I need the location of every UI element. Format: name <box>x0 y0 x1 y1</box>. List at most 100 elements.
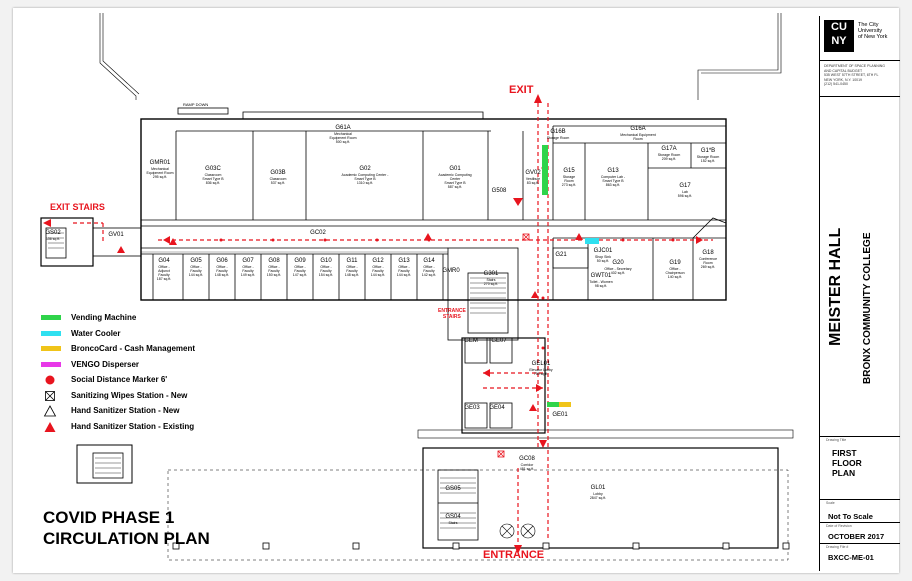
room-area: 148 sq.ft. <box>214 273 230 277</box>
department-address: DEPARTMENT OF SPACE PLANNING AND CAPITAL… <box>824 64 886 86</box>
room-area: 270 sq.ft. <box>483 282 499 286</box>
entrance-stairs-label: ENTRANCE STAIRS <box>438 308 466 320</box>
room-number: G61A <box>335 125 351 131</box>
room-number: GE07 <box>491 338 507 344</box>
room-number: G06 <box>216 258 228 264</box>
room-number: G19 <box>669 260 681 266</box>
legend-label: BroncoCard - Cash Management <box>71 344 196 353</box>
room-name: Stairs <box>486 278 496 282</box>
plan-title-line1: COVID PHASE 1 <box>43 508 175 527</box>
room-number: G01 <box>449 166 461 172</box>
box-x-icon <box>45 390 55 401</box>
room-number: G05 <box>190 258 202 264</box>
room-number: GV02 <box>525 170 541 176</box>
room-name: Office - Faculty <box>372 265 384 273</box>
room-label: GEM <box>464 338 478 345</box>
room-name: Vestibule <box>525 177 541 181</box>
room-name: Classroom <box>269 177 287 181</box>
building-name: MEISTER HALL <box>827 227 844 346</box>
room-number: G16B <box>550 129 566 135</box>
legend-label: Sanitizing Wipes Station - New <box>71 390 188 400</box>
drawing-title-caption: Drawing Title <box>826 438 847 442</box>
room-area: 402 sq.ft. <box>610 271 626 275</box>
room-number: G14 <box>423 258 435 264</box>
room-area: 269 sq.ft. <box>700 265 716 269</box>
room-number: G21 <box>555 252 567 258</box>
room-number: GS04 <box>445 514 461 520</box>
room-number: GC08 <box>519 456 535 462</box>
room-number: GEL01 <box>531 361 551 367</box>
triangle-outline-icon <box>43 405 57 417</box>
room-name: Office - Faculty <box>216 265 228 273</box>
room-name: Office - Faculty <box>423 265 435 273</box>
cuny-org-name: The City University of New York <box>858 22 888 40</box>
room-number: GS05 <box>445 486 461 492</box>
legend-swatch <box>41 361 61 367</box>
room-area: 1310 sq.ft. <box>356 181 374 185</box>
room-area: 154 sq.ft. <box>318 273 334 277</box>
floor-plan-drawing <box>40 13 794 561</box>
title-block: CU NY The City University of New York DE… <box>819 16 900 571</box>
room-number: GS02 <box>45 230 61 236</box>
drawing-number: BXCC-ME-01 <box>828 553 874 562</box>
triangle-filled-icon <box>44 421 56 432</box>
entrance-label: ENTRANCE <box>483 549 545 561</box>
room-name: Storage Room <box>696 155 720 159</box>
room-name: Conference Room <box>698 257 718 265</box>
room-name: Storage Room <box>562 175 576 183</box>
room-name: Stairs <box>448 521 458 525</box>
room-number: G03C <box>205 166 221 172</box>
legend-label: Vending Machine <box>71 313 137 322</box>
room-name: Office - Secretary <box>604 267 632 271</box>
room-number: G18 <box>702 250 714 256</box>
scale-value: Not To Scale <box>828 512 873 521</box>
room-area: 142 sq.ft. <box>421 273 437 277</box>
room-number: GWT01 <box>590 273 612 279</box>
cuny-logo: CU NY <box>824 20 854 52</box>
room-label: GS05 <box>445 486 460 493</box>
room-area: 144 sq.ft. <box>396 273 412 277</box>
room-name: Corridor <box>520 463 534 467</box>
room-number: GJC01 <box>593 248 613 254</box>
room-name: Mechanical Equipment Room <box>620 133 656 141</box>
room-area: 481 sq.ft. <box>519 467 535 471</box>
room-number: G02 <box>359 166 371 172</box>
room-area: 150 sq.ft. <box>266 273 282 277</box>
room-number: G17A <box>661 146 677 152</box>
room-number: G09 <box>294 258 306 264</box>
revision-date: OCTOBER 2017 <box>828 532 885 541</box>
room-area: 187 sq.ft. <box>156 277 172 281</box>
room-number: GMR0 <box>442 268 460 274</box>
room-number: G301 <box>483 271 499 277</box>
room-area: 50 sq.ft. <box>596 259 610 263</box>
room-label: GE03 <box>464 405 479 412</box>
floor-plan-sheet: EXIT EXIT STAIRS ENTRANCE STAIRS ENTRANC… <box>13 8 900 573</box>
college-name: BRONX COMMUNITY COLLEGE <box>862 232 873 384</box>
legend-swatch <box>41 330 61 336</box>
scale-caption: Scale <box>826 501 835 505</box>
room-number: G1*B <box>700 148 716 154</box>
room-area: 144 sq.ft. <box>188 273 204 277</box>
exit-stairs-label: EXIT STAIRS <box>50 202 105 212</box>
legend-item: Vending Machine <box>41 310 261 326</box>
room-area: 500 sq.ft. <box>335 140 351 144</box>
room-number: G07 <box>242 258 254 264</box>
legend-label: Social Distance Marker 6' <box>71 375 168 384</box>
legend-item: Water Cooler <box>41 326 261 342</box>
legend-label: Water Cooler <box>71 328 121 338</box>
room-label: GE01 <box>552 412 567 419</box>
